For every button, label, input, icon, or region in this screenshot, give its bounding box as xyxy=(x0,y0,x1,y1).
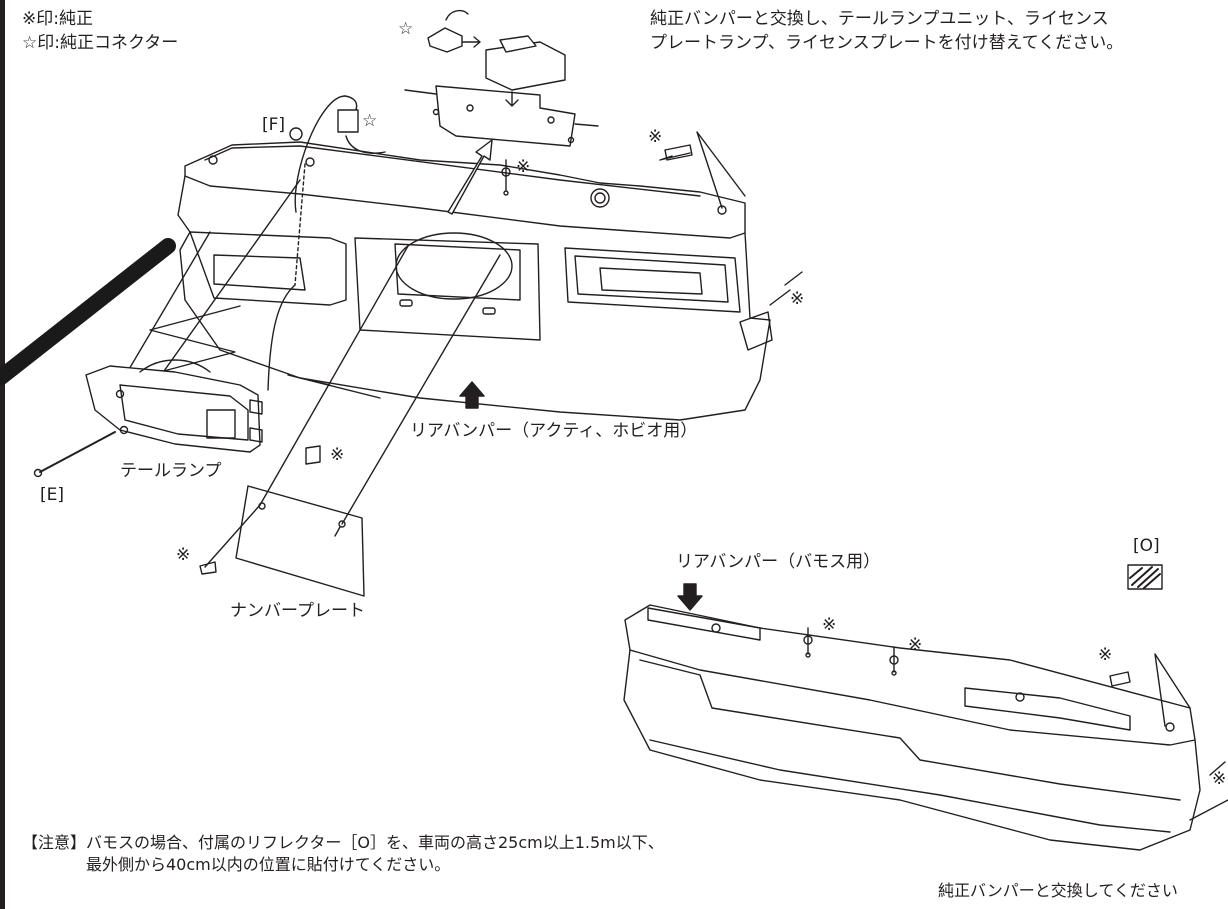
page-left-border xyxy=(0,0,5,909)
top-instruction-line1: 純正バンパーと交換し、テールランプユニット、ライセンス xyxy=(650,9,1109,29)
caution-note: 【注意】バモスの場合、付属のリフレクター［O］を、車両の高さ25cm以上1.5m… xyxy=(22,832,664,877)
legend-genuine: ※印:純正 xyxy=(22,9,93,29)
replace-note: 純正バンパーと交換してください xyxy=(938,881,1178,900)
reflector-o-drawing xyxy=(1127,564,1163,590)
top-instruction-line2: プレートランプ、ライセンスプレートを付け替えてください。 xyxy=(650,33,1124,53)
mark-screw-upper: ※ xyxy=(648,127,663,147)
number-plate-drawing xyxy=(199,245,501,597)
rear-bumper-vamos-drawing xyxy=(623,604,1228,851)
upper-fasteners xyxy=(289,127,803,306)
arrow-vamos-bumper xyxy=(677,583,703,611)
mark-plate-screw: ※ xyxy=(176,545,191,565)
mark-plate-clip: ※ xyxy=(330,445,345,465)
connector-top xyxy=(427,9,481,53)
label-f: [F] xyxy=(262,115,286,135)
license-plate-lamp-bracket xyxy=(404,35,599,147)
label-e: [E] xyxy=(40,485,65,505)
arrow-up-to-plate-lamp xyxy=(447,139,493,215)
caution-line1: 【注意】バモスの場合、付属のリフレクター［O］を、車両の高さ25cm以上1.5m… xyxy=(22,833,664,852)
cutoff-bar xyxy=(0,238,176,386)
caution-line2: 最外側から40cm以内の位置に貼付けてください。 xyxy=(86,855,451,875)
screw-e xyxy=(39,431,116,473)
star-mark-connector-top: ☆ xyxy=(398,19,414,39)
star-mark-connector-harness: ☆ xyxy=(362,111,378,131)
label-o: [O] xyxy=(1133,536,1160,556)
rear-bumper-acty-drawing xyxy=(177,141,773,421)
mark-vamos-side: ※ xyxy=(1212,769,1227,789)
label-number-plate: ナンバープレート xyxy=(230,601,365,621)
label-tail-lamp: テールランプ xyxy=(120,461,222,481)
mark-vamos-clip1: ※ xyxy=(822,615,837,635)
legend-connector: ☆印:純正コネクター xyxy=(22,33,179,53)
wiring-harness xyxy=(267,95,386,391)
mark-vamos-screw: ※ xyxy=(1098,645,1113,665)
mark-screw-side: ※ xyxy=(790,289,805,309)
arrow-acty-bumper xyxy=(459,381,485,409)
tail-lamp-drawing xyxy=(85,359,263,453)
label-bumper-vamos: リアバンパー（バモス用） xyxy=(676,552,881,572)
mark-clip-upper: ※ xyxy=(516,157,531,177)
mark-vamos-clip2: ※ xyxy=(908,635,923,655)
label-bumper-acty: リアバンパー（アクティ、ホビオ用） xyxy=(410,421,698,441)
